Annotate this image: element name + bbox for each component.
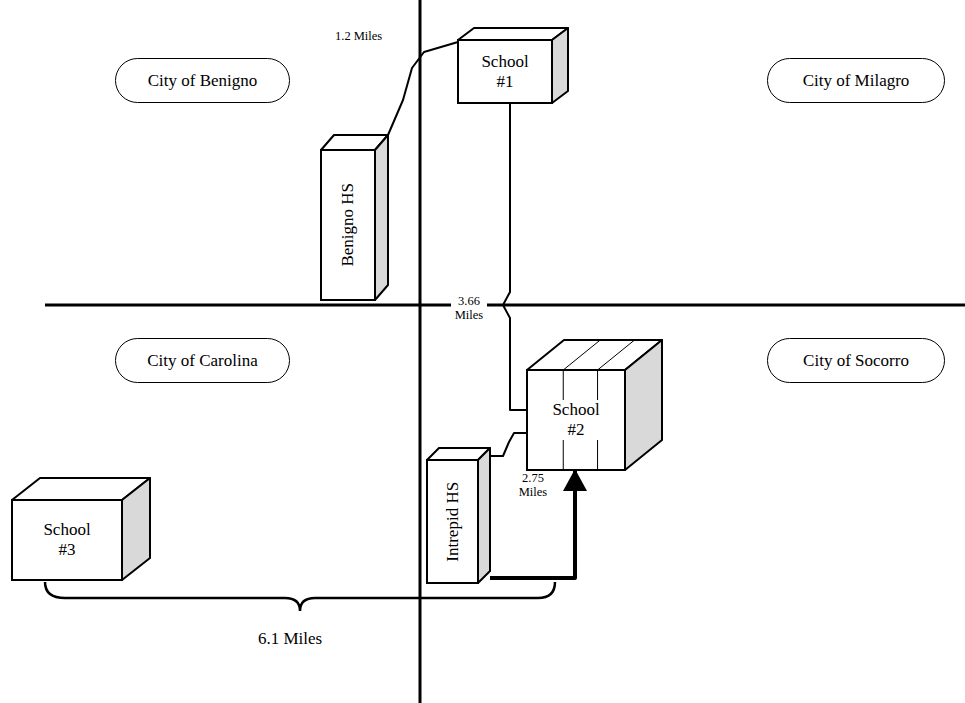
city-label: City of Milagro <box>767 58 945 103</box>
building-side <box>122 478 150 580</box>
building-front: School #1 <box>458 40 552 103</box>
school-building: School #2 <box>527 340 662 470</box>
school-name: Intrepid HS <box>443 482 463 562</box>
city-name: City of Carolina <box>147 351 257 371</box>
building-front: Benigno HS <box>321 150 375 300</box>
city-name: City of Socorro <box>803 351 909 371</box>
school-name: School #2 <box>545 400 607 439</box>
school-building: School #1 <box>458 28 568 103</box>
distance-label: 3.66 Miles <box>451 295 487 323</box>
building-front-outline <box>427 460 478 583</box>
distance-label: 2.75 Miles <box>515 472 551 500</box>
building-side <box>375 135 388 300</box>
school-name: School #3 <box>36 520 98 559</box>
distance-label: 6.1 Miles <box>257 630 323 649</box>
city-label: City of Socorro <box>767 338 945 383</box>
building-roof <box>458 28 568 40</box>
school-building: School #3 <box>12 478 150 580</box>
building-front-outline <box>527 370 625 470</box>
city-name: City of Benigno <box>148 71 258 91</box>
city-name: City of Milagro <box>803 71 910 91</box>
distance-bracket <box>503 103 527 410</box>
building-stripe <box>563 340 600 370</box>
route-arrow <box>490 470 575 578</box>
city-label: City of Benigno <box>115 58 290 103</box>
building-front: School #2 <box>527 370 625 470</box>
distance-bracket <box>490 433 527 456</box>
building-side <box>625 340 662 470</box>
building-front-outline <box>321 150 375 300</box>
horizontal-road <box>45 304 965 307</box>
school-building: Benigno HS <box>321 135 388 300</box>
distance-label: 1.2 Miles <box>334 30 383 44</box>
building-side <box>478 448 490 583</box>
school-building: Intrepid HS <box>427 448 490 583</box>
school-name: School #1 <box>474 52 536 91</box>
distance-brace <box>45 582 555 611</box>
building-front: School #3 <box>12 500 122 580</box>
building-stripe <box>598 340 635 370</box>
school-name: Benigno HS <box>338 183 358 267</box>
building-side <box>552 28 568 103</box>
city-label: City of Carolina <box>115 338 290 383</box>
building-front: Intrepid HS <box>427 460 478 583</box>
building-front-outline <box>458 40 552 103</box>
building-front-outline <box>12 500 122 580</box>
distance-bracket <box>388 42 458 135</box>
